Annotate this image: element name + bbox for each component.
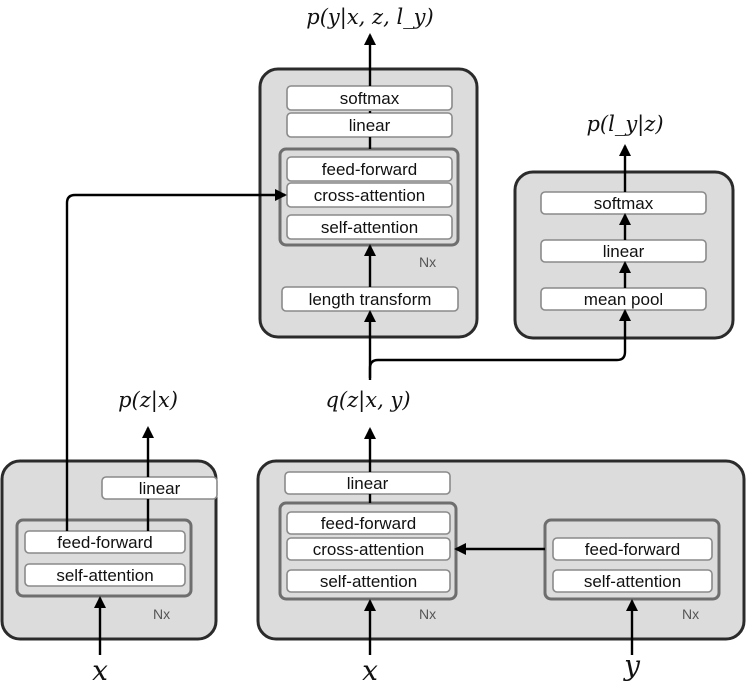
target-feed-forward-box — [552, 537, 713, 561]
posterior-feed-forward-label: feed-forward — [321, 514, 416, 533]
decoder-self-attention-box — [286, 214, 453, 240]
decoder-output-label: p(y|x, z, l_y) — [306, 5, 433, 30]
prior-output-label: p(z|x) — [118, 388, 178, 413]
posterior-nx-label: Nx — [419, 606, 436, 622]
length-transform-label: length transform — [309, 290, 432, 309]
decoder-cross-attention-label: cross-attention — [314, 186, 426, 205]
posterior-linear-label: linear — [347, 474, 389, 493]
length-softmax-label: softmax — [594, 194, 654, 213]
posterior-cross-attention-box — [286, 537, 451, 561]
length-predictor-block: softmax linear mean pool — [513, 170, 735, 340]
prior-input-label: x — [92, 654, 108, 685]
posterior-input-label: x — [362, 654, 378, 685]
decoder-block: softmax linear feed-forward cross-attent… — [258, 67, 479, 339]
decoder-nx-label: Nx — [419, 254, 436, 270]
target-self-attention-box — [552, 569, 713, 593]
decoder-cross-attention-box — [286, 182, 453, 208]
posterior-self-attention-box — [286, 569, 451, 593]
posterior-cross-attention-label: cross-attention — [313, 540, 425, 559]
prior-feed-forward-box — [24, 530, 186, 554]
decoder-feed-forward-label: feed-forward — [322, 160, 417, 179]
prior-nx-label: Nx — [153, 606, 170, 622]
prior-self-attention-label: self-attention — [56, 566, 153, 585]
prior-block: linear feed-forward self-attention Nx — [0, 459, 218, 641]
prior-linear-box — [101, 476, 218, 500]
target-self-attention-label: self-attention — [584, 572, 681, 591]
target-nx-label: Nx — [682, 606, 699, 622]
prior-linear-label: linear — [139, 479, 181, 498]
decoder-linear-label: linear — [349, 116, 391, 135]
decoder-feed-forward-box — [286, 156, 453, 182]
length-linear-label: linear — [603, 242, 645, 261]
posterior-linear-box — [284, 471, 451, 495]
posterior-self-attention-label: self-attention — [320, 572, 417, 591]
prior-feed-forward-label: feed-forward — [57, 533, 152, 552]
posterior-feed-forward-box — [286, 511, 451, 535]
length-output-label: p(l_y|z) — [586, 112, 663, 137]
posterior-output-label: q(z|x, y) — [325, 388, 410, 413]
decoder-self-attention-label: self-attention — [321, 218, 418, 237]
prior-self-attention-box — [24, 563, 186, 587]
z-to-mean-pool-arrow — [368, 309, 631, 380]
decoder-softmax-label: softmax — [340, 89, 400, 108]
target-feed-forward-label: feed-forward — [585, 540, 680, 559]
edges — [65, 33, 638, 655]
mean-pool-label: mean pool — [584, 290, 663, 309]
target-input-label: y — [622, 649, 641, 682]
encoder-to-decoder-cross-attention-arrow — [65, 189, 287, 531]
